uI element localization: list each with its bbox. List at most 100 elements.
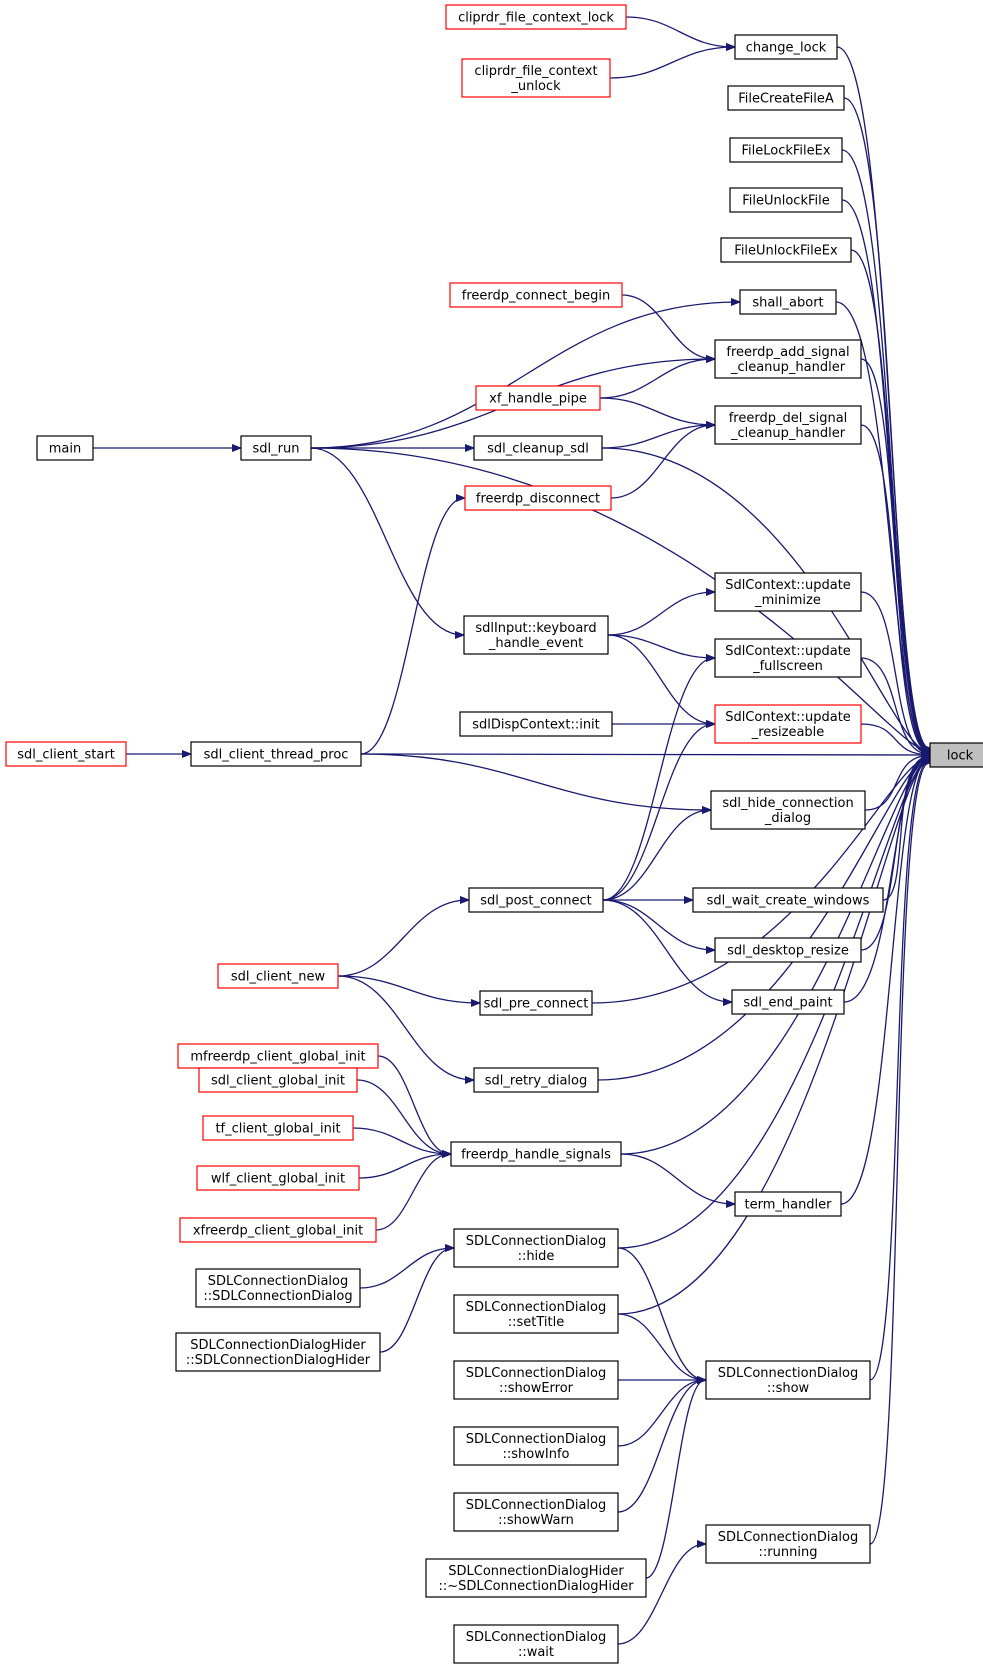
- node-lock[interactable]: lock: [929, 742, 983, 768]
- edge-hider_dtor-to-dlg_show: [645, 1380, 705, 1579]
- node-label: FileLockFileEx: [741, 144, 830, 159]
- node-label: ::wait: [518, 1645, 554, 1660]
- node-label: sdl_post_connect: [480, 894, 592, 909]
- node-FileUnlockFileEx[interactable]: FileUnlockFileEx: [720, 237, 852, 263]
- node-box: [175, 1332, 381, 1372]
- node-dlg-ctor[interactable]: SDLConnectionDialog::SDLConnectionDialog: [195, 1268, 361, 1308]
- node-thread-proc[interactable]: sdl_client_thread_proc: [190, 741, 362, 767]
- node-keyboard-handle[interactable]: sdlInput::keyboard_handle_event: [463, 615, 609, 655]
- node-label: SdlContext::update: [725, 578, 851, 593]
- node-box: [36, 435, 94, 461]
- node-label: sdl_client_global_init: [211, 1074, 345, 1089]
- node-wait-create[interactable]: sdl_wait_create_windows: [692, 887, 884, 913]
- node-sdl-global-init[interactable]: sdl_client_global_init: [198, 1067, 358, 1093]
- node-label: SDLConnectionDialog: [466, 1498, 606, 1513]
- node-change-lock[interactable]: change_lock: [734, 34, 838, 60]
- node-hider-dtor[interactable]: SDLConnectionDialogHider::~SDLConnection…: [425, 1558, 647, 1598]
- node-sdl-client-start[interactable]: sdl_client_start: [5, 741, 127, 767]
- node-dlg-settitle[interactable]: SDLConnectionDialog::setTitle: [453, 1294, 619, 1334]
- node-cliprdr-lock[interactable]: cliprdr_file_context_lock: [445, 4, 627, 30]
- edge-dlg_showinfo-to-dlg_show: [617, 1380, 705, 1447]
- node-del-signal[interactable]: freerdp_del_signal_cleanup_handler: [714, 405, 862, 445]
- edge-sdl_run-to-keyboard_handle: [310, 447, 463, 635]
- node-cliprdr-unlock[interactable]: cliprdr_file_context_unlock: [461, 58, 611, 98]
- node-dlg-showinfo[interactable]: SDLConnectionDialog::showInfo: [453, 1426, 619, 1466]
- node-box: [464, 485, 612, 511]
- edge-thread_proc-to-hide_conn: [360, 753, 710, 810]
- node-box: [190, 741, 362, 767]
- node-update-resizeable[interactable]: SdlContext::update_resizeable: [714, 704, 862, 744]
- node-FileUnlockFile[interactable]: FileUnlockFile: [729, 187, 843, 213]
- node-FileLockFileEx[interactable]: FileLockFileEx: [729, 137, 843, 163]
- node-term-handler[interactable]: term_handler: [734, 1191, 842, 1217]
- node-label: _cleanup_handler: [730, 360, 846, 375]
- node-wlf-init[interactable]: wlf_client_global_init: [196, 1165, 360, 1191]
- node-freerdp-disconnect[interactable]: freerdp_disconnect: [464, 485, 612, 511]
- node-box: [710, 790, 866, 830]
- node-freerdp-connect-begin[interactable]: freerdp_connect_begin: [449, 282, 623, 308]
- edge-freerdp_disconnect-to-del_signal: [610, 425, 714, 499]
- node-dlg-hide[interactable]: SDLConnectionDialog::hide: [453, 1228, 619, 1268]
- node-label: sdl_hide_connection: [722, 796, 853, 811]
- node-shall-abort[interactable]: shall_abort: [739, 289, 837, 315]
- edge-thread_proc-to-lock: [360, 754, 929, 755]
- edge-FileUnlockFileEx-to-lock: [850, 249, 929, 750]
- node-box: [217, 963, 339, 989]
- node-box: [473, 1067, 599, 1093]
- node-dlg-show[interactable]: SDLConnectionDialog::show: [705, 1360, 871, 1400]
- node-main[interactable]: main: [36, 435, 94, 461]
- node-dlg-running[interactable]: SDLConnectionDialog::running: [705, 1524, 871, 1564]
- node-box: [739, 289, 837, 315]
- node-sdl-cleanup-sdl[interactable]: sdl_cleanup_sdl: [473, 435, 603, 461]
- node-box: [198, 1067, 358, 1093]
- edge-update_minimize-to-lock: [860, 591, 929, 753]
- node-add-signal[interactable]: freerdp_add_signal_cleanup_handler: [714, 339, 862, 379]
- node-update-minimize[interactable]: SdlContext::update_minimize: [714, 572, 862, 612]
- node-box: [705, 1360, 871, 1400]
- node-box: [714, 339, 862, 379]
- node-update-fullscreen[interactable]: SdlContext::update_fullscreen: [714, 638, 862, 678]
- node-FileCreateFileA[interactable]: FileCreateFileA: [727, 85, 845, 111]
- edge-post_connect-to-hide_conn: [602, 810, 710, 901]
- node-box: [445, 4, 627, 30]
- node-label: sdl_end_paint: [743, 996, 832, 1011]
- node-disp-init[interactable]: sdlDispContext::init: [459, 711, 613, 737]
- node-hide-conn[interactable]: sdl_hide_connection_dialog: [710, 790, 866, 830]
- node-dlg-wait[interactable]: SDLConnectionDialog::wait: [453, 1624, 619, 1664]
- edge-freerdp_connect_begin-to-add_signal: [621, 294, 714, 359]
- edge-dlg_settitle-to-dlg_show: [617, 1313, 705, 1380]
- node-xf-handle-pipe[interactable]: xf_handle_pipe: [475, 385, 601, 411]
- node-label: change_lock: [746, 41, 827, 56]
- node-label: SDLConnectionDialog: [466, 1432, 606, 1447]
- node-box: [714, 937, 862, 963]
- node-tf-init[interactable]: tf_client_global_init: [202, 1115, 354, 1141]
- node-retry-dialog[interactable]: sdl_retry_dialog: [473, 1067, 599, 1093]
- node-end-paint[interactable]: sdl_end_paint: [731, 989, 845, 1015]
- node-post-connect[interactable]: sdl_post_connect: [468, 887, 604, 913]
- node-dlg-showerror[interactable]: SDLConnectionDialog::showError: [453, 1360, 619, 1400]
- edge-keyboard_handle-to-update_fullscreen: [607, 634, 714, 658]
- edge-dlg_show-to-lock: [869, 761, 929, 1381]
- node-handle-signals[interactable]: freerdp_handle_signals: [450, 1141, 622, 1167]
- edge-sdl_global_init-to-handle_signals: [356, 1079, 450, 1154]
- node-hider-ctor[interactable]: SDLConnectionDialogHider::SDLConnectionD…: [175, 1332, 381, 1372]
- node-box: [729, 187, 843, 213]
- node-box: [453, 1228, 619, 1268]
- node-mfreerdp-init[interactable]: mfreerdp_client_global_init: [177, 1043, 379, 1069]
- node-sdl-client-new[interactable]: sdl_client_new: [217, 963, 339, 989]
- nodes-layer: lock cliprdr_file_context_lock cliprdr_fil…: [5, 4, 983, 1664]
- node-pre-connect[interactable]: sdl_pre_connect: [479, 990, 593, 1016]
- node-label: cliprdr_file_context: [474, 64, 597, 79]
- edge-handle_signals-to-term_handler: [620, 1153, 734, 1204]
- node-label: cliprdr_file_context_lock: [458, 11, 614, 26]
- node-box: [196, 1165, 360, 1191]
- node-label: sdlInput::keyboard: [475, 621, 596, 636]
- node-desktop-resize[interactable]: sdl_desktop_resize: [714, 937, 862, 963]
- node-label: sdl_desktop_resize: [727, 944, 849, 959]
- node-xfreerdp-init[interactable]: xfreerdp_client_global_init: [179, 1217, 377, 1243]
- node-label: tf_client_global_init: [215, 1122, 340, 1137]
- node-box: [734, 34, 838, 60]
- node-sdl-run[interactable]: sdl_run: [240, 435, 312, 461]
- node-dlg-showwarn[interactable]: SDLConnectionDialog::showWarn: [453, 1492, 619, 1532]
- node-label: xfreerdp_client_global_init: [193, 1224, 363, 1239]
